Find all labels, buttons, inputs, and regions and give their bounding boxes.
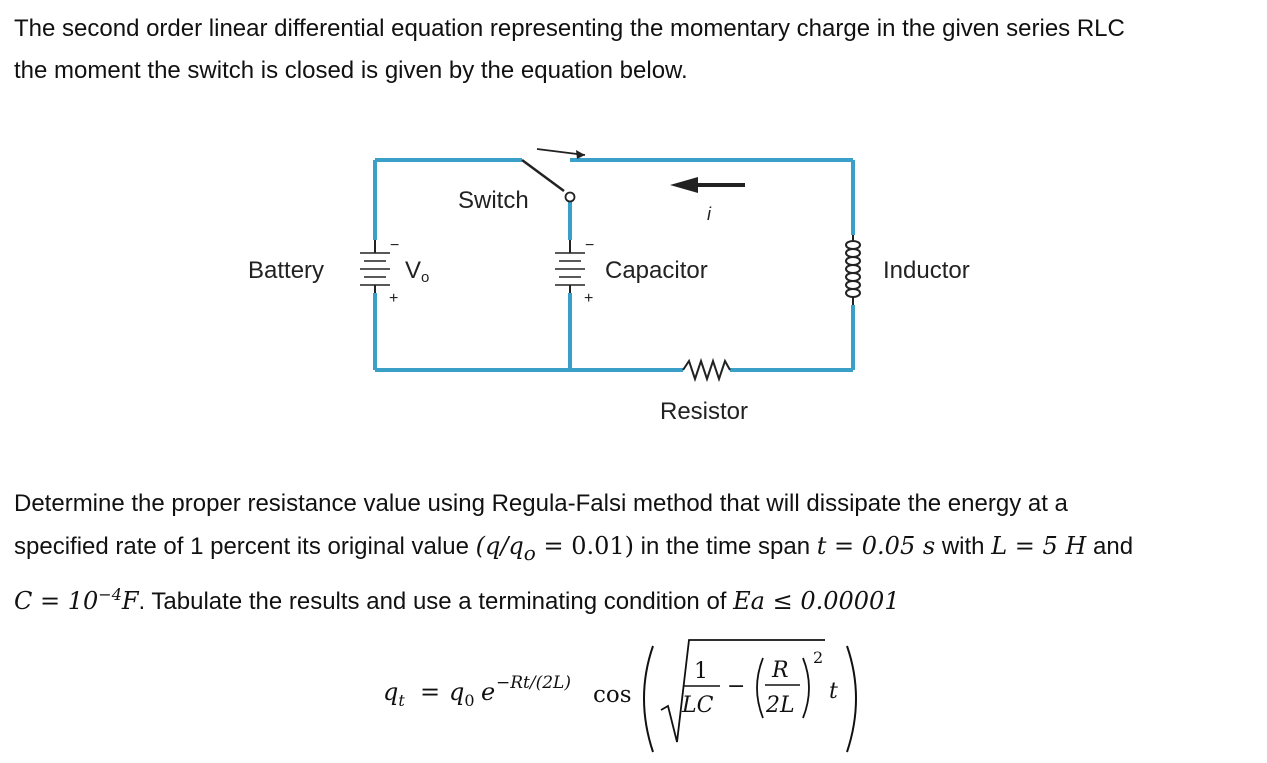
- inductor-label: Inductor: [883, 257, 970, 284]
- resistor-symbol: [682, 357, 731, 383]
- rlc-circuit-diagram: Switch i − + Battery Vo: [248, 148, 970, 425]
- eq-fraction-one: 1: [694, 659, 708, 684]
- problem-line-3-a: . Tabulate the results and use a termina…: [138, 587, 734, 615]
- eq-lhs: qt: [383, 678, 405, 710]
- battery-voltage-v: V: [405, 257, 421, 284]
- battery-voltage-sub: o: [421, 269, 429, 286]
- battery-symbol: [360, 240, 390, 293]
- ratio-fraction: (q/q: [475, 532, 524, 560]
- capacitor-plus-sign: +: [584, 290, 593, 307]
- switch-symbol: [521, 148, 586, 203]
- charge-equation: qt = q0 e −Rt/(2L) cos 1 LC − R 2L 2 t: [383, 639, 857, 753]
- problem-paragraph: Determine the proper resistance value us…: [14, 483, 1248, 623]
- capacitance-unit: F: [121, 586, 139, 615]
- current-arrow-icon: [670, 177, 745, 193]
- problem-line-2-a: specified rate of 1 percent its original…: [14, 533, 476, 560]
- resistor-label: Resistor: [660, 398, 748, 425]
- eq-q0: q0: [449, 678, 475, 710]
- intro-paragraph: The second order linear differential equ…: [14, 8, 1248, 92]
- ratio-subscript: o: [523, 540, 536, 565]
- problem-line-2-b: in the time span: [634, 533, 817, 560]
- eq-right-paren: [846, 645, 857, 753]
- eq-exponential-base: e: [481, 678, 495, 706]
- eq-left-paren: [643, 645, 654, 753]
- inductor-symbol: [845, 235, 861, 305]
- battery-plus-sign: +: [389, 290, 398, 307]
- problem-line-3: C = 10−4F. Tabulate the results and use …: [14, 574, 1248, 623]
- capacitance-base: C = 10: [14, 586, 99, 615]
- time-span-value: t = 0.05 s: [816, 532, 936, 560]
- inductance-value: L = 5 H: [991, 532, 1087, 560]
- battery-label: Battery: [248, 257, 324, 284]
- circuit-wires: [373, 158, 855, 372]
- eq-fraction-r: R: [771, 658, 789, 683]
- problem-line-2-d: and: [1086, 533, 1134, 560]
- eq-inner-left-paren: [756, 657, 764, 719]
- eq-minus: −: [727, 674, 745, 699]
- problem-line-1: Determine the proper resistance value us…: [14, 490, 1068, 517]
- ratio-value: = 0.01): [535, 532, 634, 560]
- capacitance-value: C = 10−4F: [14, 584, 139, 615]
- eq-fraction-lc: LC: [681, 693, 714, 718]
- eq-exponent: −Rt/(2L): [496, 673, 571, 693]
- problem-line-2-c: with: [935, 533, 992, 560]
- ratio-expression: (q/qo: [475, 532, 536, 565]
- intro-line-1: The second order linear differential equ…: [14, 15, 1125, 42]
- eq-time-variable: t: [829, 679, 838, 704]
- eq-inner-right-paren: [802, 657, 810, 719]
- capacitor-symbol: [555, 240, 585, 293]
- eq-square-exponent: 2: [813, 648, 823, 667]
- terminating-condition: Ea ≤ 0.00001: [733, 586, 900, 615]
- eq-equals: =: [420, 678, 440, 706]
- capacitor-label: Capacitor: [605, 257, 708, 284]
- capacitor-minus-sign: −: [585, 237, 594, 254]
- battery-voltage-label: Vo: [405, 257, 429, 286]
- eq-radical-sign: [660, 639, 825, 743]
- capacitance-exponent: −4: [98, 584, 122, 604]
- intro-line-2: the moment the switch is closed is given…: [14, 57, 688, 84]
- battery-minus-sign: −: [390, 237, 399, 254]
- switch-label: Switch: [458, 187, 529, 214]
- eq-cos: cos: [593, 682, 632, 708]
- problem-line-2: specified rate of 1 percent its original…: [14, 525, 1248, 574]
- current-label: i: [707, 204, 712, 224]
- eq-fraction-2l: 2L: [765, 693, 795, 718]
